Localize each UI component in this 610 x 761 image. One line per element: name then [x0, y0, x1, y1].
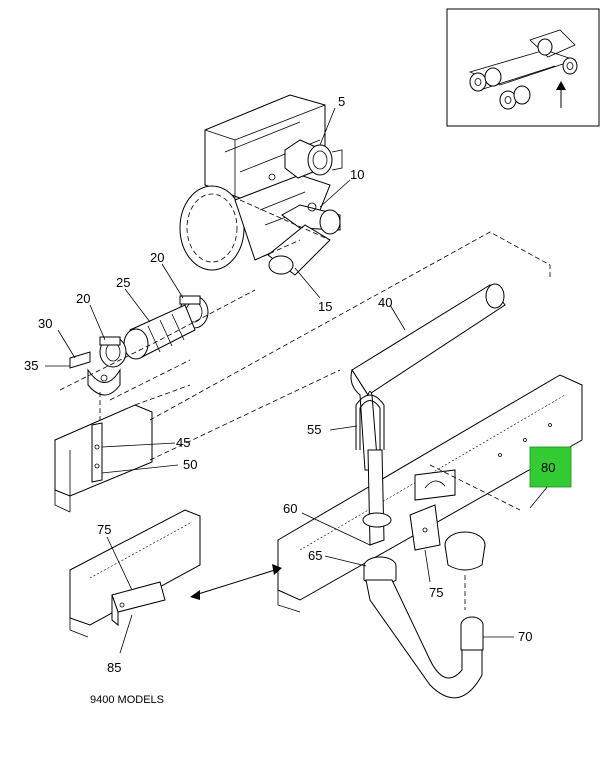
- model-caption: 9400 MODELS: [90, 694, 164, 706]
- callout-10[interactable]: 10: [350, 167, 364, 182]
- hanger-saddle: [414, 469, 456, 501]
- callout-20-upper[interactable]: 20: [150, 250, 164, 265]
- part-45-50-hanger: [91, 422, 103, 483]
- part-75-bracket-left: [111, 581, 166, 627]
- callout-40[interactable]: 40: [378, 295, 392, 310]
- part-80-cap: [444, 531, 486, 610]
- callout-65[interactable]: 65: [308, 548, 322, 563]
- callout-50[interactable]: 50: [183, 457, 197, 472]
- reference-arrow-icon: [190, 564, 282, 600]
- part-15-flex-pipe: [267, 224, 331, 276]
- callout-25[interactable]: 25: [116, 275, 130, 290]
- leader-lines: [45, 107, 549, 654]
- location-arrow-icon: [556, 81, 566, 108]
- part-40-tailpipe: [350, 283, 506, 471]
- callout-80[interactable]: 80: [541, 460, 555, 475]
- routing-outline: [149, 231, 551, 421]
- part-20-lower-clamp: [99, 336, 127, 368]
- part-70-elbow-stack: [365, 579, 484, 699]
- callout-85[interactable]: 85: [107, 660, 121, 675]
- callout-60[interactable]: 60: [283, 501, 297, 516]
- part-30-35-saddle: [69, 351, 121, 396]
- part-55-u-bolt: [355, 394, 385, 450]
- frame-rail-upper-left: [54, 384, 191, 513]
- callout-55[interactable]: 55: [307, 422, 321, 437]
- part-80-highlight[interactable]: [529, 446, 572, 488]
- callout-70[interactable]: 70: [518, 629, 532, 644]
- chassis-locator-drawing: [468, 29, 578, 110]
- callout-75-right[interactable]: 75: [429, 585, 443, 600]
- part-10-clamp: [281, 202, 341, 235]
- frame-rail-lower-left: [69, 509, 201, 638]
- part-75-bracket-right: [409, 504, 441, 551]
- locator-inset: [446, 8, 600, 127]
- callout-20-lower[interactable]: 20: [76, 291, 90, 306]
- callout-30[interactable]: 30: [38, 316, 52, 331]
- callout-5[interactable]: 5: [338, 94, 345, 109]
- part-60-pipe: [362, 449, 392, 546]
- part-25-bellows: [123, 304, 196, 360]
- callout-45[interactable]: 45: [176, 435, 190, 450]
- callout-75-left[interactable]: 75: [97, 522, 111, 537]
- part-5-elbow: [284, 139, 343, 179]
- callout-15[interactable]: 15: [318, 299, 332, 314]
- callout-35[interactable]: 35: [24, 358, 38, 373]
